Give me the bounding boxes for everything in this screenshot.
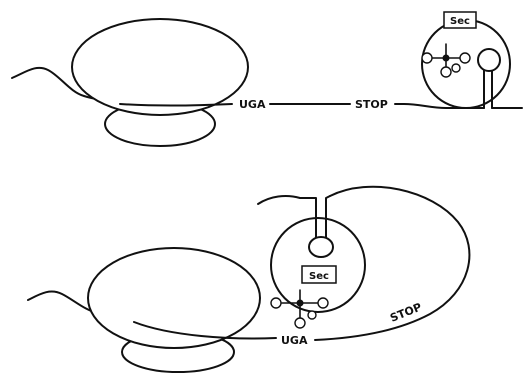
top-sec-label: Sec bbox=[450, 16, 470, 27]
top-uga-label: UGA bbox=[239, 98, 266, 111]
top-large-subunit bbox=[72, 19, 248, 115]
bottom-uga-label: UGA bbox=[281, 334, 308, 347]
bottom-panel: UGA STOP Sec bbox=[28, 187, 469, 372]
top-secis-loop bbox=[478, 49, 500, 71]
top-panel: UGA STOP Sec bbox=[12, 12, 522, 146]
bottom-sec-label: Sec bbox=[309, 271, 329, 282]
bottom-stop-label: STOP bbox=[388, 300, 423, 324]
top-stop-label: STOP bbox=[355, 98, 388, 111]
bottom-secis-loop bbox=[309, 237, 333, 257]
bottom-secis-circle bbox=[271, 218, 365, 312]
